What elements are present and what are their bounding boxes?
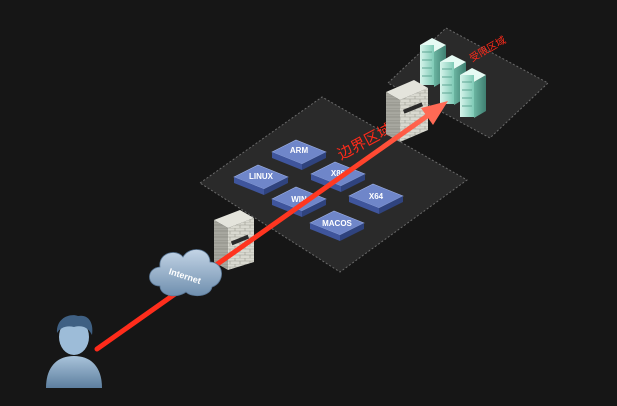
attack-path-arrow	[94, 101, 448, 352]
network-switch-icon: ARM	[271, 139, 327, 170]
network-switch-icon: MACOS	[309, 210, 365, 241]
network-switch-icon: X86	[310, 161, 366, 192]
user-icon	[46, 315, 102, 388]
firewall-icon	[214, 210, 254, 270]
node-label-win: WIN	[291, 195, 307, 204]
node-label-x86: X86	[331, 169, 346, 178]
node-label-linux: LINUX	[249, 172, 274, 181]
node-label-arm: ARM	[290, 146, 309, 155]
node-label-x64: X64	[369, 192, 384, 201]
firewall-icon	[386, 80, 428, 142]
node-label-macos: MACOS	[322, 219, 352, 228]
network-switch-icon: LINUX	[233, 164, 289, 195]
network-nodes: ARM LINUX X86 WIN X64	[233, 139, 404, 241]
server-rack-icon	[420, 38, 486, 118]
network-switch-icon: X64	[348, 183, 404, 214]
cloud-icon: Internet	[149, 249, 222, 297]
